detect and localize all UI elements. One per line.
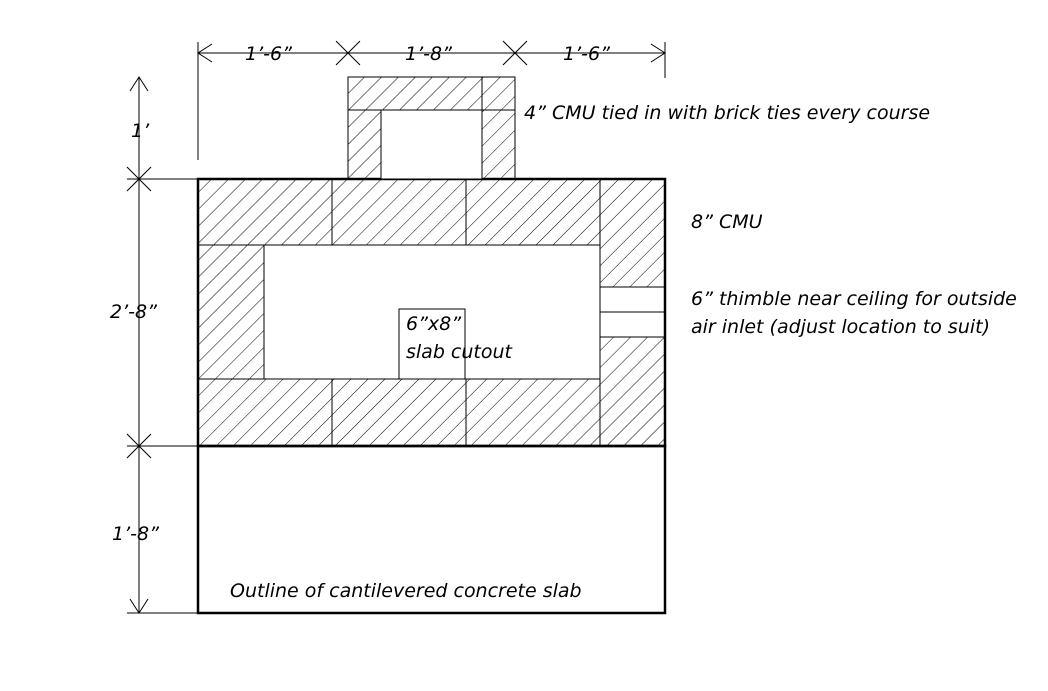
cmu-4-block [347, 76, 516, 111]
slab-cutout [398, 308, 466, 380]
cmu-4-block [481, 109, 516, 180]
cmu-block [599, 178, 666, 288]
label-cutout-line2: slab cutout [406, 341, 514, 363]
label-cmu-8: 8” CMU [691, 211, 763, 233]
dim-side-top: 1’ [131, 120, 150, 142]
cmu-4-chimney [347, 76, 516, 180]
cmu-block [197, 244, 265, 380]
dim-top-right: 1’-6” [563, 43, 610, 65]
cmu-block [197, 178, 333, 246]
label-slab-outline: Outline of cantilevered concrete slab [230, 580, 582, 602]
thimble [599, 286, 665, 338]
chimney-opening [263, 244, 601, 380]
dim-side-middle: 2’-8” [110, 301, 157, 323]
side-dimension [126, 76, 198, 614]
label-thimble-line1: 6” thimble near ceiling for outside [691, 288, 1017, 310]
label-thimble-line2: air inlet (adjust location to suit) [691, 316, 990, 338]
cmu-4-block [347, 109, 382, 180]
cmu-block [331, 378, 467, 447]
label-cmu-4: 4” CMU tied in with brick ties every cou… [524, 102, 930, 124]
cmu-block [331, 178, 467, 246]
cmu-block [197, 378, 333, 447]
cmu-block [599, 336, 666, 447]
cmu-block [465, 178, 601, 246]
cmu-block [465, 378, 601, 447]
top-dimension [197, 40, 666, 160]
dim-top-left: 1’-6” [245, 43, 292, 65]
dim-top-middle: 1’-8” [405, 43, 452, 65]
cmu-8-wall [196, 177, 667, 448]
label-cutout-line1: 6”x8” [406, 313, 461, 335]
cmu-4-opening [380, 109, 483, 180]
dim-side-bottom: 1’-8” [112, 523, 159, 545]
